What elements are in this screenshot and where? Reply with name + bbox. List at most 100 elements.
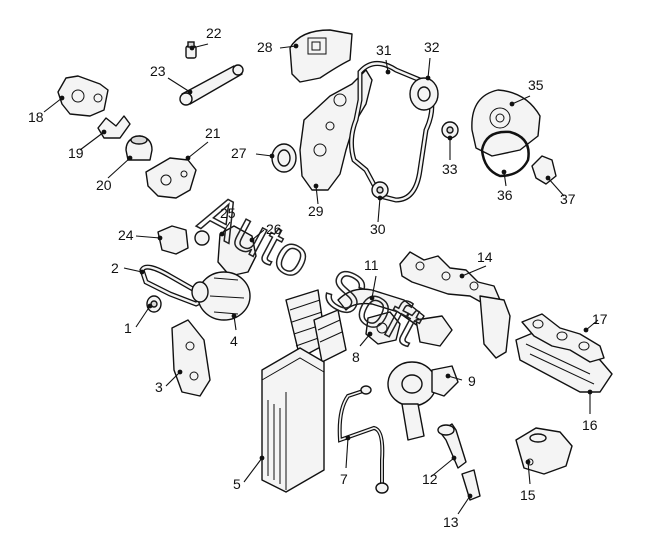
leader-line-19 (79, 131, 105, 151)
watermark-line-1: Auto (190, 181, 321, 291)
leader-line-22 (191, 43, 209, 49)
part-24-block (157, 225, 189, 255)
callout-4: 4 (230, 333, 238, 349)
leader-dot-37 (545, 175, 551, 181)
part-30-tensioner (371, 181, 389, 199)
part-27-pulley (271, 143, 297, 173)
leader-dot-21 (185, 155, 191, 161)
leader-dot-33 (447, 135, 453, 141)
leader-line-23 (167, 77, 191, 93)
callout-14: 14 (477, 249, 493, 265)
part-28-upper-cover (289, 29, 353, 83)
part-18-bracket (57, 75, 109, 117)
leader-dot-27 (269, 153, 275, 159)
leader-dot-24 (157, 235, 163, 241)
leader-line-8 (359, 333, 371, 347)
callout-18: 18 (28, 109, 44, 125)
callout-26: 26 (266, 221, 282, 237)
callout-11: 11 (364, 257, 379, 273)
leader-line-37 (547, 177, 565, 197)
leader-line-2 (123, 267, 143, 273)
part-23-rod (179, 64, 244, 106)
part-heat-shield (479, 295, 511, 359)
callout-8: 8 (352, 349, 360, 365)
callout-33: 33 (442, 161, 458, 177)
callout-leaders (43, 43, 599, 515)
leader-line-25 (221, 221, 231, 235)
part-19-small-bracket (97, 115, 131, 139)
part-5-intercooler (261, 347, 325, 493)
leader-dot-31 (385, 69, 391, 75)
leader-dot-7 (345, 435, 351, 441)
leader-line-13 (457, 495, 471, 515)
callout-32: 32 (424, 39, 440, 55)
leader-line-32 (427, 57, 431, 79)
callout-25: 25 (220, 205, 236, 221)
leader-dot-8 (367, 331, 373, 337)
leader-line-35 (511, 95, 531, 105)
callout-2: 2 (111, 260, 119, 276)
part-36-gasket (480, 130, 530, 178)
leader-dot-1 (147, 303, 153, 309)
callout-1: 1 (124, 320, 132, 336)
leader-dot-30 (377, 195, 383, 201)
part-31-timing-belt (348, 61, 435, 203)
leader-line-5 (243, 457, 263, 483)
leader-line-20 (107, 157, 131, 179)
leader-line-11 (371, 275, 377, 299)
leader-line-12 (431, 457, 455, 477)
part-9-turbo (387, 361, 459, 441)
leader-line-1 (135, 305, 151, 328)
leader-dot-26 (249, 237, 255, 243)
part-hose-pair (285, 289, 347, 363)
leader-dot-18 (59, 95, 65, 101)
part-3-bracket-plate (171, 319, 211, 397)
callout-21: 21 (205, 125, 221, 141)
leader-dot-36 (501, 169, 507, 175)
leader-dot-9 (445, 373, 451, 379)
callout-17: 17 (592, 311, 608, 327)
callout-22: 22 (206, 25, 222, 41)
callout-5: 5 (233, 476, 241, 492)
leader-line-7 (345, 437, 349, 469)
leader-dot-3 (177, 369, 183, 375)
callout-13: 13 (443, 514, 459, 530)
callout-15: 15 (520, 487, 536, 503)
callout-3: 3 (155, 379, 163, 395)
leader-dot-19 (101, 129, 107, 135)
leader-line-30 (377, 197, 381, 223)
leader-dot-20 (127, 155, 133, 161)
leader-dot-32 (425, 75, 431, 81)
leader-dot-11 (369, 295, 375, 301)
part-8-fitting (365, 311, 453, 347)
callout-19: 19 (68, 145, 84, 161)
leader-dot-2 (139, 269, 145, 275)
part-17-gasket (521, 313, 605, 363)
callout-30: 30 (370, 221, 386, 237)
part-7-pipe (337, 385, 389, 494)
leader-line-15 (527, 461, 531, 485)
callout-23: 23 (150, 63, 166, 79)
callout-16: 16 (582, 417, 598, 433)
leader-dot-14 (459, 273, 465, 279)
part-25-spacer (194, 230, 210, 246)
leader-dot-4 (231, 313, 237, 319)
leader-line-9 (447, 375, 463, 381)
callout-28: 28 (257, 39, 273, 55)
leader-line-17 (585, 319, 599, 331)
callout-12: 12 (422, 471, 438, 487)
callout-labels: 1 2 3 4 5 7 8 9 11 12 13 14 15 16 17 18 … (28, 25, 608, 530)
leader-dot-17 (583, 327, 589, 333)
leader-dot-16 (587, 389, 593, 395)
part-14-exhaust-manifold (399, 251, 501, 307)
part-15-cover (515, 427, 573, 475)
leader-line-29 (315, 185, 319, 205)
leader-dot-22 (189, 45, 195, 51)
callout-7: 7 (340, 471, 348, 487)
callout-29: 29 (308, 203, 324, 219)
part-20-mount (125, 135, 153, 161)
leader-dot-35 (509, 101, 515, 107)
leader-line-27 (255, 153, 273, 157)
